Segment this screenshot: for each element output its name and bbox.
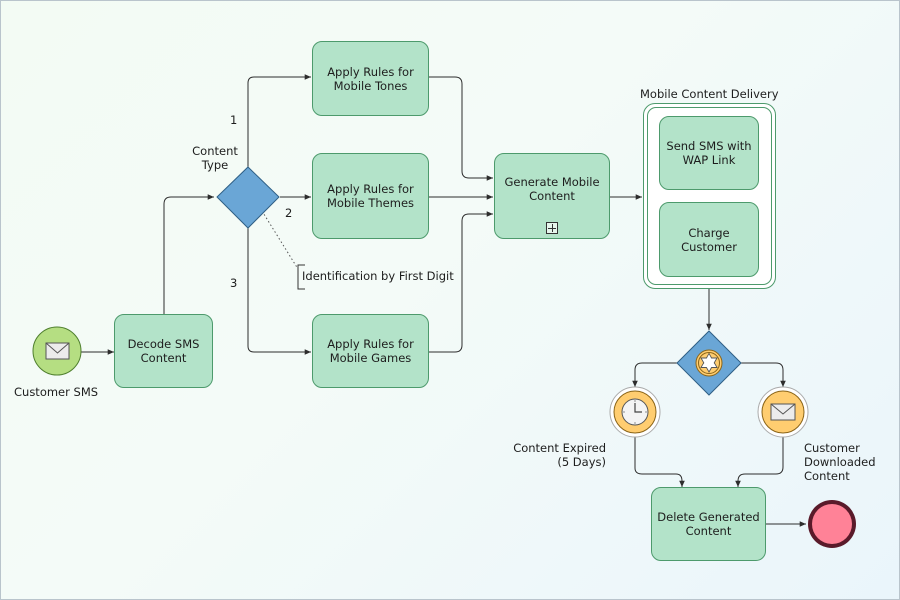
task-label: Send SMS with WAP Link [666,139,752,167]
flow-timer-to-delete [634,437,685,487]
flow-games-to-generate [429,211,493,353]
envelope-icon [770,403,796,421]
task-label: Generate Mobile Content [504,175,600,203]
flow-tones-to-generate [429,76,493,181]
envelope-icon [45,342,70,360]
branch-label-1: 1 [230,113,238,127]
branch-label-2: 2 [285,206,293,220]
task-label: Delete Generated Content [657,510,760,538]
content-type-gateway [216,166,280,229]
task-label: Apply Rules for Mobile Tones [327,64,414,93]
task-label: Decode SMS Content [127,337,200,365]
task-label: Apply Rules for Mobile Games [327,337,414,365]
gateway-label: Content Type [192,144,238,172]
flow-gateway-to-timer [632,362,677,387]
task-label: Charge Customer [681,225,737,254]
timer-event-content-expired [609,386,661,438]
flow-decode-to-gateway [163,194,214,315]
group-inner-border [647,107,772,285]
task-decode-sms-content[interactable]: Decode SMS Content [114,314,213,388]
flow-message-to-delete [735,437,784,487]
expand-marker-icon[interactable] [546,222,558,234]
text-annotation: Identification by First Digit [302,269,454,283]
subprocess-generate-mobile-content[interactable]: Generate Mobile Content [494,153,610,239]
task-apply-rules-mobile-tones[interactable]: Apply Rules for Mobile Tones [312,41,429,116]
task-delete-generated-content[interactable]: Delete Generated Content [651,487,766,561]
message-event-label: Customer Downloaded Content [804,441,876,483]
message-event-customer-downloaded [757,386,809,438]
event-based-gateway [676,330,742,396]
start-event-customer-sms [32,326,82,376]
group-title: Mobile Content Delivery [640,87,779,101]
annotation-bracket [297,264,305,290]
task-charge-customer[interactable]: Charge Customer [659,202,759,277]
task-label: Apply Rules for Mobile Themes [326,182,415,210]
flow-gateway-to-tones [247,74,311,167]
task-send-sms-wap-link[interactable]: Send SMS with WAP Link [659,116,759,190]
end-event [808,500,856,548]
clock-icon [621,398,649,426]
start-event-label: Customer SMS [14,385,99,399]
annotation-association [261,210,299,270]
flow-gateway-to-games [247,228,311,355]
task-apply-rules-mobile-games[interactable]: Apply Rules for Mobile Games [312,314,429,388]
flow-gateway-to-message [741,362,786,387]
timer-event-label: Content Expired (5 Days) [513,441,606,469]
task-apply-rules-mobile-themes[interactable]: Apply Rules for Mobile Themes [312,153,429,239]
branch-label-3: 3 [230,276,238,290]
